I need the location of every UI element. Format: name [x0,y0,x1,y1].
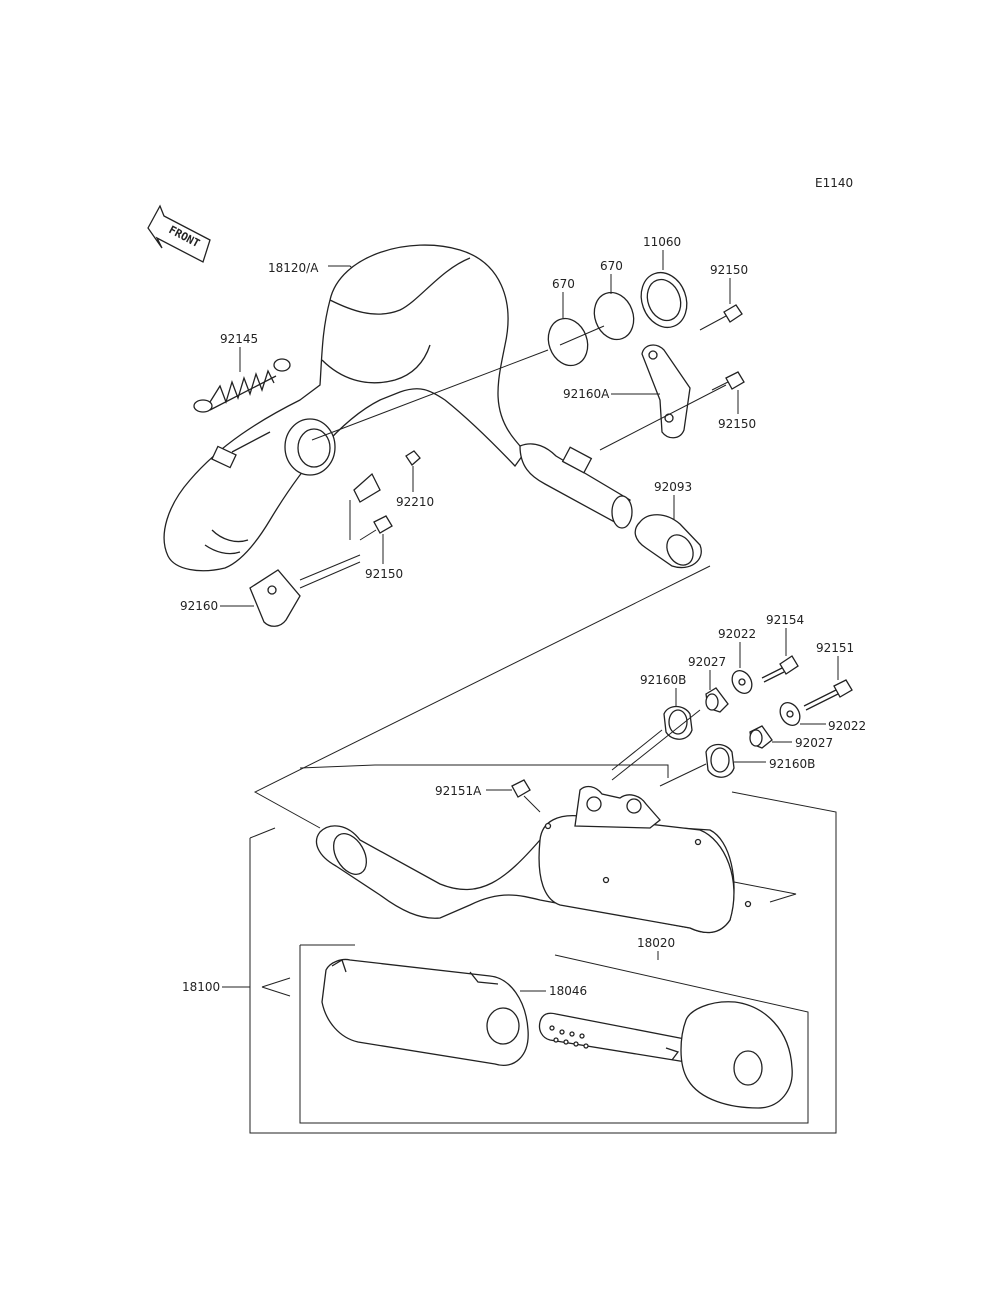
o-ring-670-a [547,317,589,367]
label-18020: 18020 [637,936,675,950]
callouts: 18120/A 92145 670 670 11060 92150 92160A… [180,235,866,998]
front-arrow-icon: FRONT [147,204,211,263]
label-92151: 92151 [816,641,854,655]
label-92150-b: 92150 [718,417,756,431]
spring-hook-tab [211,445,237,469]
label-92160: 92160 [180,599,218,613]
bolt-92154 [761,655,799,683]
label-92160B-a: 92160B [640,673,686,687]
expansion-chamber [163,244,526,572]
label-92150-a: 92150 [710,263,748,277]
label-92160B-b: 92160B [769,757,815,771]
bolt-92151 [803,679,853,711]
bracket-92160 [249,569,301,627]
collar-92027-a [705,687,729,713]
chamber-mount-tab [353,472,381,503]
bolt-92150-a [699,304,743,331]
muffler-assembly [315,785,797,934]
grommet-92160B-a [663,705,693,740]
label-18120A: 18120/A [268,261,319,275]
washer-92022-a [731,670,753,694]
washer-92022-b [779,702,801,726]
label-92210: 92210 [396,495,434,509]
grommet-92160B-b [705,743,735,778]
spring-92145 [193,358,291,413]
outlet-pipe [519,443,633,529]
grommet-92093 [634,514,702,569]
perforated-core [538,1012,691,1063]
bracket-92160A [641,344,691,439]
bolt-92150-b [711,371,745,391]
label-670-a: 670 [552,277,575,291]
label-92154: 92154 [766,613,804,627]
diagram-code: E1140 [815,176,853,190]
label-92150-c: 92150 [365,567,403,581]
collar-92027-b [749,725,773,749]
label-18046: 18046 [549,984,587,998]
label-92160A: 92160A [563,387,610,401]
silencer-packing-18046 [321,958,529,1066]
end-cap [665,1001,793,1109]
bolt-92151A [511,779,541,813]
o-ring-670-b [593,291,635,341]
label-670-b: 670 [600,259,623,273]
nut-92210 [405,450,421,466]
inlet-flange [284,418,336,476]
label-92022-a: 92022 [718,627,756,641]
label-92145: 92145 [220,332,258,346]
bolt-92150-c [359,515,393,541]
label-92027-b: 92027 [795,736,833,750]
label-11060: 11060 [643,235,681,249]
label-92022-b: 92022 [828,719,866,733]
label-92093: 92093 [654,480,692,494]
gasket-11060 [640,271,688,329]
label-92027-a: 92027 [688,655,726,669]
label-92151A: 92151A [435,784,482,798]
label-18100: 18100 [182,980,220,994]
